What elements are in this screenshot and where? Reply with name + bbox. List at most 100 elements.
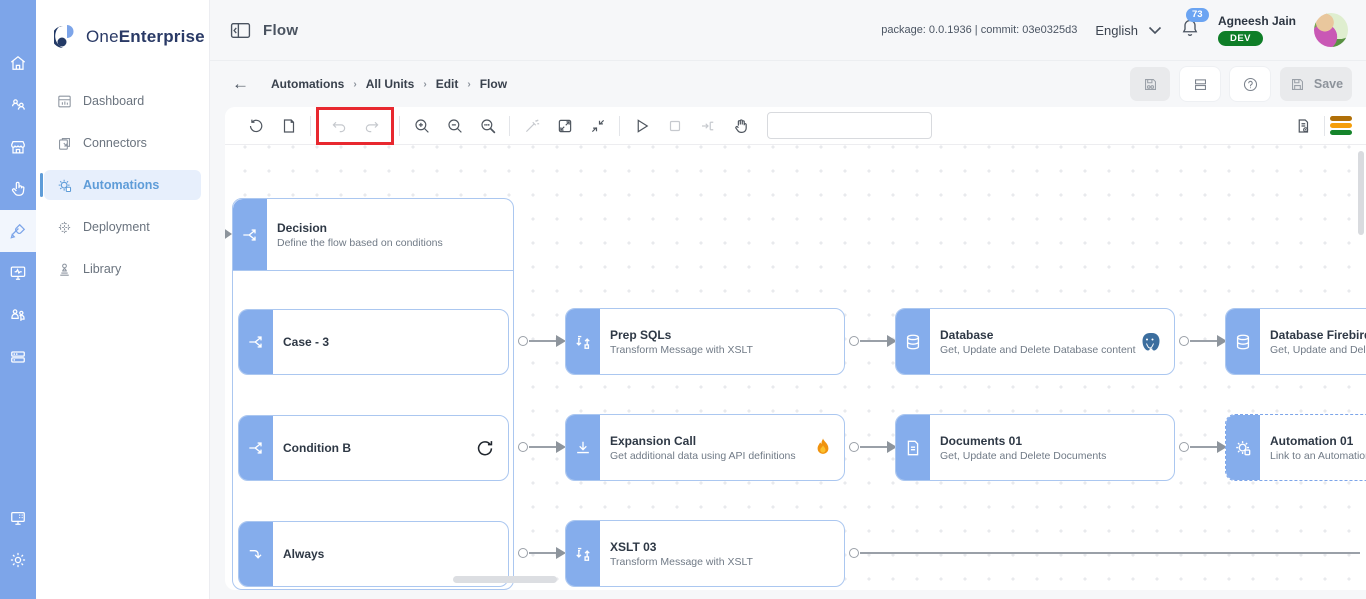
sidebar-item-label: Dashboard xyxy=(83,94,145,108)
document-preview-icon xyxy=(1298,118,1308,133)
reset-flow-button[interactable] xyxy=(239,107,272,145)
back-arrow-icon[interactable]: ← xyxy=(232,74,249,93)
node-xslt-03[interactable]: XSLT 03 Transform Message with XSLT xyxy=(565,520,845,587)
node-title: Database xyxy=(940,327,994,342)
collapse-nodes-button[interactable] xyxy=(581,107,614,145)
zoom-reset-button[interactable] xyxy=(471,107,504,145)
breadcrumb: Automations › All Units › Edit › Flow xyxy=(271,77,507,91)
node-subtitle: Define the flow based on conditions xyxy=(277,236,443,249)
save-version-button[interactable] xyxy=(1130,67,1170,101)
rail-home-icon[interactable] xyxy=(0,42,36,84)
icon-rail xyxy=(0,0,36,599)
fit-screen-button[interactable] xyxy=(548,107,581,145)
branch-label: Condition B xyxy=(283,441,351,455)
node-prep-sqls[interactable]: Prep SQLs Transform Message with XSLT xyxy=(565,308,845,375)
database-icon xyxy=(896,309,930,374)
layout-view-button[interactable] xyxy=(1180,67,1220,101)
horizontal-scrollbar[interactable] xyxy=(453,576,557,583)
sidebar-item-connectors[interactable]: Connectors xyxy=(44,128,201,158)
user-info: Agneesh Jain DEV xyxy=(1217,14,1296,46)
zoom-reset-icon xyxy=(480,118,495,133)
automations-icon xyxy=(58,179,72,192)
flow-editor-panel: Decision Define the flow based on condit… xyxy=(225,107,1366,590)
save-icon xyxy=(1291,78,1303,90)
node-expansion-call[interactable]: Expansion Call Get additional data using… xyxy=(565,414,845,481)
toolbar-divider xyxy=(1324,115,1325,136)
question-mark-icon xyxy=(1243,77,1257,91)
node-subtitle: Get additional data using API definition… xyxy=(610,449,796,462)
node-documents-01[interactable]: Documents 01 Get, Update and Delete Docu… xyxy=(895,414,1175,481)
run-flow-button[interactable] xyxy=(625,107,658,145)
notifications-button[interactable]: 73 xyxy=(1180,7,1209,44)
branch-node-condition-b[interactable]: Condition B xyxy=(238,415,509,481)
chevron-down-icon xyxy=(1148,26,1162,34)
rail-monitor-activity-icon[interactable] xyxy=(0,252,36,294)
stop-icon xyxy=(669,120,680,131)
help-button[interactable] xyxy=(1230,67,1270,101)
undo-icon xyxy=(332,121,345,132)
collapse-arrows-icon xyxy=(591,119,604,132)
dashboard-icon xyxy=(58,95,71,107)
step-run-button[interactable] xyxy=(691,107,724,145)
status-legend-icon[interactable] xyxy=(1330,116,1352,135)
branch-node-case-3[interactable]: Case - 3 xyxy=(238,309,509,375)
node-subtitle: Link to an Automation xyxy=(1270,449,1366,462)
xslt-transform-icon xyxy=(566,521,600,586)
rail-devices-icon[interactable] xyxy=(0,497,36,539)
rail-marketplace-icon[interactable] xyxy=(0,126,36,168)
breadcrumb-edit[interactable]: Edit xyxy=(435,77,459,91)
main-area: Flow package: 0.0.1936 | commit: 03e0325… xyxy=(210,0,1366,599)
decision-group-node[interactable]: Decision Define the flow based on condit… xyxy=(225,198,514,590)
breadcrumb-automations[interactable]: Automations xyxy=(271,77,345,91)
node-subtitle: Get, Update and Delete Database content xyxy=(940,343,1136,356)
undo-button[interactable] xyxy=(322,107,355,145)
toolbar-divider xyxy=(619,115,620,136)
decision-node[interactable]: Decision Define the flow based on condit… xyxy=(233,199,513,271)
language-selector[interactable]: English xyxy=(1095,23,1162,38)
breadcrumb-row: ← Automations › All Units › Edit › Flow … xyxy=(210,61,1366,107)
view-log-button[interactable] xyxy=(1286,107,1319,145)
node-subtitle: Transform Message with XSLT xyxy=(610,343,753,356)
vertical-scrollbar[interactable] xyxy=(1358,151,1364,235)
pan-button[interactable] xyxy=(724,107,757,145)
save-button[interactable]: Save xyxy=(1280,67,1352,101)
rail-user-group-icon[interactable] xyxy=(0,294,36,336)
language-label: English xyxy=(1095,22,1138,38)
breadcrumb-all-units[interactable]: All Units xyxy=(365,77,415,91)
sidebar-item-label: Deployment xyxy=(83,220,150,234)
zoom-in-button[interactable] xyxy=(405,107,438,145)
document-icon xyxy=(283,118,294,133)
user-avatar[interactable] xyxy=(1314,13,1348,47)
notes-button[interactable] xyxy=(272,107,305,145)
database-icon xyxy=(1226,309,1260,374)
sidebar-item-automations[interactable]: Automations xyxy=(40,170,201,200)
auto-arrange-button[interactable] xyxy=(515,107,548,145)
node-database-firebird[interactable]: Database Firebird Get, Update and Delete… xyxy=(1225,308,1366,375)
zoom-out-button[interactable] xyxy=(438,107,471,145)
branch-label: Always xyxy=(283,547,325,561)
breadcrumb-flow[interactable]: Flow xyxy=(479,77,508,91)
rail-settings-icon[interactable] xyxy=(0,539,36,581)
node-automation-01[interactable]: Automation 01 Link to an Automation xyxy=(1225,414,1366,481)
flow-toolbar xyxy=(225,107,1366,145)
node-subtitle: Get, Update and Delete Documents xyxy=(940,449,1107,462)
rail-design-icon[interactable] xyxy=(0,210,36,252)
redo-button[interactable] xyxy=(355,107,388,145)
collapse-panel-icon[interactable] xyxy=(230,22,251,39)
sidebar-item-dashboard[interactable]: Dashboard xyxy=(44,86,201,116)
node-subtitle: Transform Message with XSLT xyxy=(610,555,753,568)
node-database[interactable]: Database Get, Update and Delete Database… xyxy=(895,308,1175,375)
rail-touch-icon[interactable] xyxy=(0,168,36,210)
sidebar-item-library[interactable]: Library xyxy=(44,254,201,284)
flow-canvas[interactable]: Decision Define the flow based on condit… xyxy=(225,145,1366,590)
node-title: Database Firebird xyxy=(1270,327,1366,342)
sidebar-item-deployment[interactable]: Deployment xyxy=(44,212,201,242)
node-search-input[interactable] xyxy=(768,113,939,138)
environment-badge: DEV xyxy=(1217,31,1264,46)
notification-count-badge: 73 xyxy=(1185,7,1209,22)
stop-flow-button[interactable] xyxy=(658,107,691,145)
rail-server-stack-icon[interactable] xyxy=(0,336,36,378)
decision-icon xyxy=(233,199,267,270)
package-info: package: 0.0.1936 | commit: 03e0325d3 xyxy=(881,24,1078,36)
rail-collaboration-icon[interactable] xyxy=(0,84,36,126)
